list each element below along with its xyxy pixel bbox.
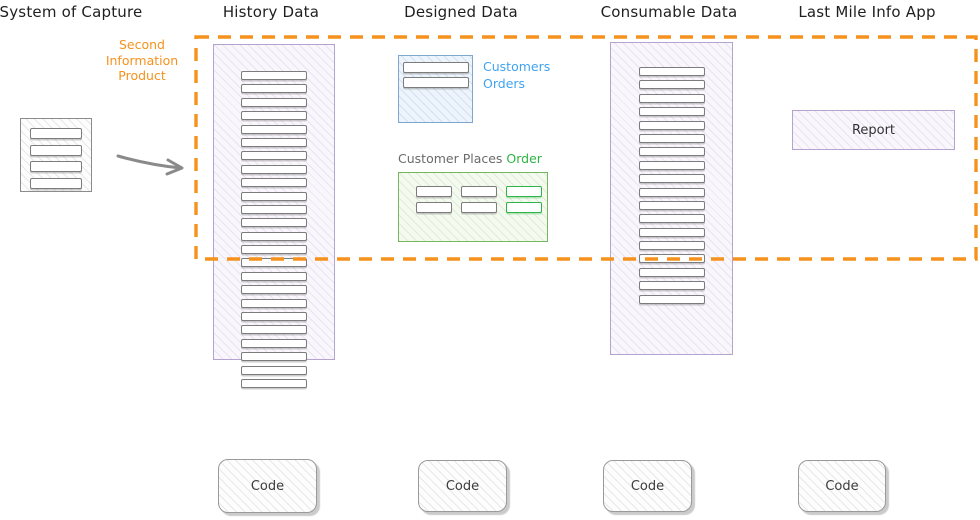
consumable-data-row-bar <box>638 67 705 76</box>
history-data-row-bar <box>241 111 307 121</box>
history-data-row-bar <box>241 271 307 281</box>
annotation-second-information-product: Second Information Product <box>92 37 192 84</box>
consumable-data-row-bar <box>638 281 705 291</box>
consumable-data-row-bar <box>638 80 705 90</box>
entity-labels: Customers Orders <box>483 58 550 92</box>
history-data-row-bar <box>241 258 307 268</box>
consumable-data-row-bar <box>638 107 705 117</box>
consumable-data-row-bar <box>638 174 705 184</box>
history-data-row-bar <box>241 137 307 147</box>
consumable-data-row-bar <box>638 214 705 224</box>
column-header-consumable-data: Consumable Data <box>600 3 738 21</box>
history-data-row-bar <box>241 151 307 161</box>
history-data-row-bar <box>241 245 307 255</box>
history-data-row-bar <box>241 84 307 94</box>
er-column-customer <box>416 186 452 241</box>
er-row-bar-order <box>506 202 542 213</box>
er-row-bar <box>416 202 452 213</box>
annotation-line: Information <box>105 52 179 68</box>
history-data-row-bar <box>241 178 307 188</box>
history-data-row-bar <box>241 231 307 241</box>
consumable-data-row-bar <box>638 187 705 197</box>
label-customers: Customers <box>483 59 551 74</box>
history-data-row-bar <box>241 312 307 322</box>
consumable-data-row-bar <box>638 160 705 170</box>
er-column-order <box>506 186 542 241</box>
history-data-row-bar <box>241 124 307 134</box>
code-box-history: Code <box>218 459 317 513</box>
consumable-data-row-bar <box>638 93 705 103</box>
consumable-data-row-bar <box>638 241 705 251</box>
consumable-data-row-bar <box>638 227 705 237</box>
system-of-capture-document <box>20 118 92 192</box>
history-data-row-bar <box>241 325 307 335</box>
consumable-data-stack <box>610 42 733 355</box>
column-header-history-data: History Data <box>222 3 320 21</box>
entity-row-bar <box>402 77 469 88</box>
history-data-row-bar <box>241 97 307 107</box>
annotation-line: Product <box>118 68 166 83</box>
code-box-consumable: Code <box>603 460 692 512</box>
label-orders: Orders <box>483 76 526 91</box>
entity-row-bar <box>402 62 469 73</box>
report-label: Report <box>851 122 896 138</box>
flow-arrow <box>116 154 184 176</box>
er-column-places <box>461 186 497 241</box>
code-box-last-mile: Code <box>798 460 886 512</box>
history-data-row-bar <box>241 365 307 375</box>
history-data-row-bar <box>241 338 307 348</box>
code-box-designed: Code <box>418 460 507 512</box>
history-data-row-bar <box>241 164 307 174</box>
annotation-line: Second <box>118 37 165 52</box>
designed-data-entity-box <box>398 55 473 123</box>
er-row-bar <box>461 202 497 213</box>
column-header-last-mile-info-app: Last Mile Info App <box>798 3 936 21</box>
er-title-gray-part: Customer Places <box>398 151 503 166</box>
history-data-row-bar <box>241 204 307 214</box>
column-header-system-of-capture: System of Capture <box>0 3 143 21</box>
consumable-data-row-bar <box>638 147 705 157</box>
customer-places-order-box <box>398 172 548 242</box>
history-data-row-bar <box>241 352 307 362</box>
er-row-bar <box>461 186 497 197</box>
consumable-data-row-bar <box>638 200 705 210</box>
consumable-data-row-bar <box>638 254 705 264</box>
consumable-data-row-bar <box>638 120 705 130</box>
report-box: Report <box>792 110 955 150</box>
history-data-stack <box>213 44 335 388</box>
history-data-row-bar <box>241 285 307 295</box>
er-model-title: Customer Places Order <box>398 151 542 166</box>
consumable-data-row-bar <box>638 133 705 143</box>
history-data-row-bar <box>241 218 307 228</box>
history-data-row-bar <box>241 191 307 201</box>
er-title-green-part: Order <box>506 151 542 166</box>
consumable-data-row-bar <box>638 294 705 304</box>
document-row-bar <box>30 144 82 156</box>
column-header-designed-data: Designed Data <box>404 3 518 21</box>
er-row-bar <box>416 186 452 197</box>
er-row-bar-order <box>506 186 542 197</box>
document-row-bar <box>30 128 82 139</box>
history-data-row-bar <box>241 298 307 308</box>
consumable-data-row-bar <box>638 267 705 277</box>
history-data-row-bar <box>241 71 307 80</box>
history-data-row-bar <box>241 378 307 388</box>
document-row-bar <box>30 161 82 172</box>
document-row-bar <box>30 177 82 189</box>
